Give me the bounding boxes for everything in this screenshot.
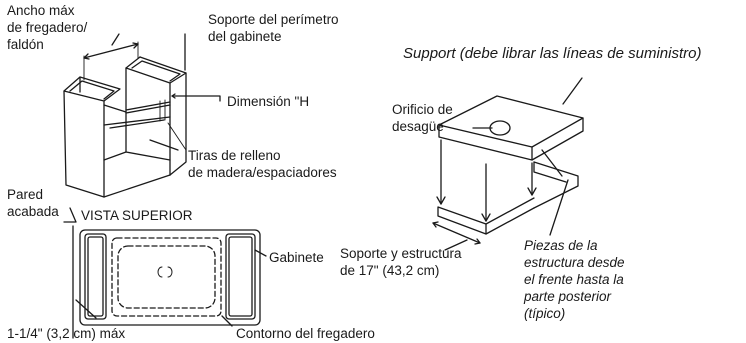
sink-outline-label: Contorno del fregadero (236, 326, 375, 341)
frame-pieces-label-line5: (típico) (524, 306, 566, 321)
max-sink-width-label-line1: Ancho máx (7, 3, 75, 18)
finished-wall-label-line1: Pared (7, 187, 44, 202)
cabinet-perimeter-support-label-line1: Soporte del perímetro (208, 12, 339, 27)
dimension-h-label: Dimensión "H (227, 94, 310, 109)
top-view-drawing (63, 207, 267, 339)
max-sink-width-label-line2: de fregadero/ (7, 20, 88, 35)
frame-pieces-label-line3: el frente hasta la (524, 272, 624, 287)
filler-strips-label-line2: de madera/espaciadores (188, 165, 337, 180)
support-frame-label-line2: de 17" (43,2 cm) (340, 263, 440, 278)
finished-wall-label-line2: acabada (7, 204, 59, 219)
support-structure-drawing (432, 77, 584, 251)
support-frame-label-line1: Soporte y estructura (340, 246, 462, 261)
filler-strips-label-line1: Tiras de relleno (188, 148, 281, 163)
cabinet-label: Gabinete (269, 250, 324, 265)
cabinet-perimeter-support-label-line2: del gabinete (208, 29, 282, 44)
drain-hole-label-line1: Orificio de (392, 102, 453, 117)
frame-pieces-label-line2: estructura desde (524, 255, 625, 270)
max-gap-label: 1-1/4" (3,2 cm) máx (7, 326, 126, 341)
frame-pieces-label-line4: parte posterior (524, 289, 612, 304)
cabinet-isometric-drawing (63, 33, 221, 198)
support-caption: Support (debe librar las líneas de sumin… (403, 45, 702, 62)
top-view-title: VISTA SUPERIOR (81, 208, 193, 223)
frame-pieces-label-line1: Piezas de la (524, 238, 598, 253)
drain-hole-label-line2: desagüe (392, 119, 444, 134)
max-sink-width-label-line3: faldón (7, 37, 44, 52)
